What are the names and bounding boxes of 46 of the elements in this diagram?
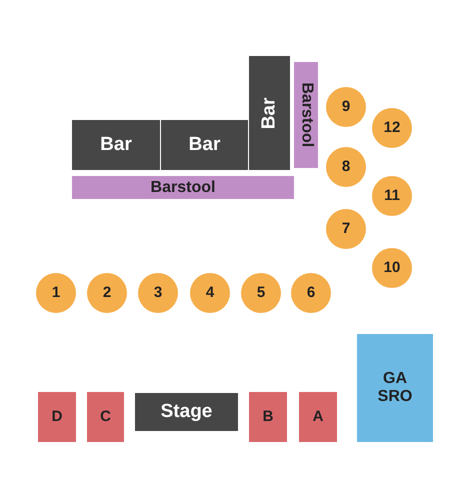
area-label: GA SRO [376,370,414,406]
barstool-label: Barstool [297,82,315,148]
table-number: 2 [102,284,112,302]
table-number: 9 [342,98,350,116]
table-number: 12 [384,120,400,136]
table-number: 5 [256,284,266,302]
stage [135,393,238,431]
table-circle [326,209,366,249]
section-label: A [312,408,324,426]
table-circle [138,273,178,313]
seating-section [87,392,124,442]
table-number: 7 [342,220,350,238]
table-number: 1 [52,284,60,302]
table-circle [87,273,127,313]
seating-section [299,392,337,442]
bar-counter [249,56,290,170]
barstool-label: Barstool [150,178,216,196]
table-number: 8 [342,158,350,176]
table-circle [36,273,76,313]
table-circle [326,87,366,127]
barstool-row [294,62,318,168]
table-circle [372,176,412,216]
table-number: 10 [384,260,400,276]
section-label: C [100,408,111,426]
counter-label: Bar [259,97,280,129]
barstool-row [72,176,294,199]
standing-area [357,334,433,442]
table-circle [326,147,366,187]
stage-label: Stage [160,402,212,422]
section-label: B [262,408,274,426]
table-circle [291,273,331,313]
counter-label: Bar [100,134,132,156]
bar-counter [72,120,160,170]
counter-label: Bar [188,134,220,156]
table-number: 4 [206,284,214,302]
table-number: 11 [384,188,400,204]
table-circle [372,248,412,288]
table-circle [372,108,412,148]
seating-section [249,392,287,442]
table-circle [241,273,281,313]
table-circle [190,273,230,313]
section-label: D [52,408,62,426]
table-number: 3 [154,284,162,302]
seating-section [38,392,76,442]
bar-counter [161,120,248,170]
table-number: 6 [306,284,316,302]
